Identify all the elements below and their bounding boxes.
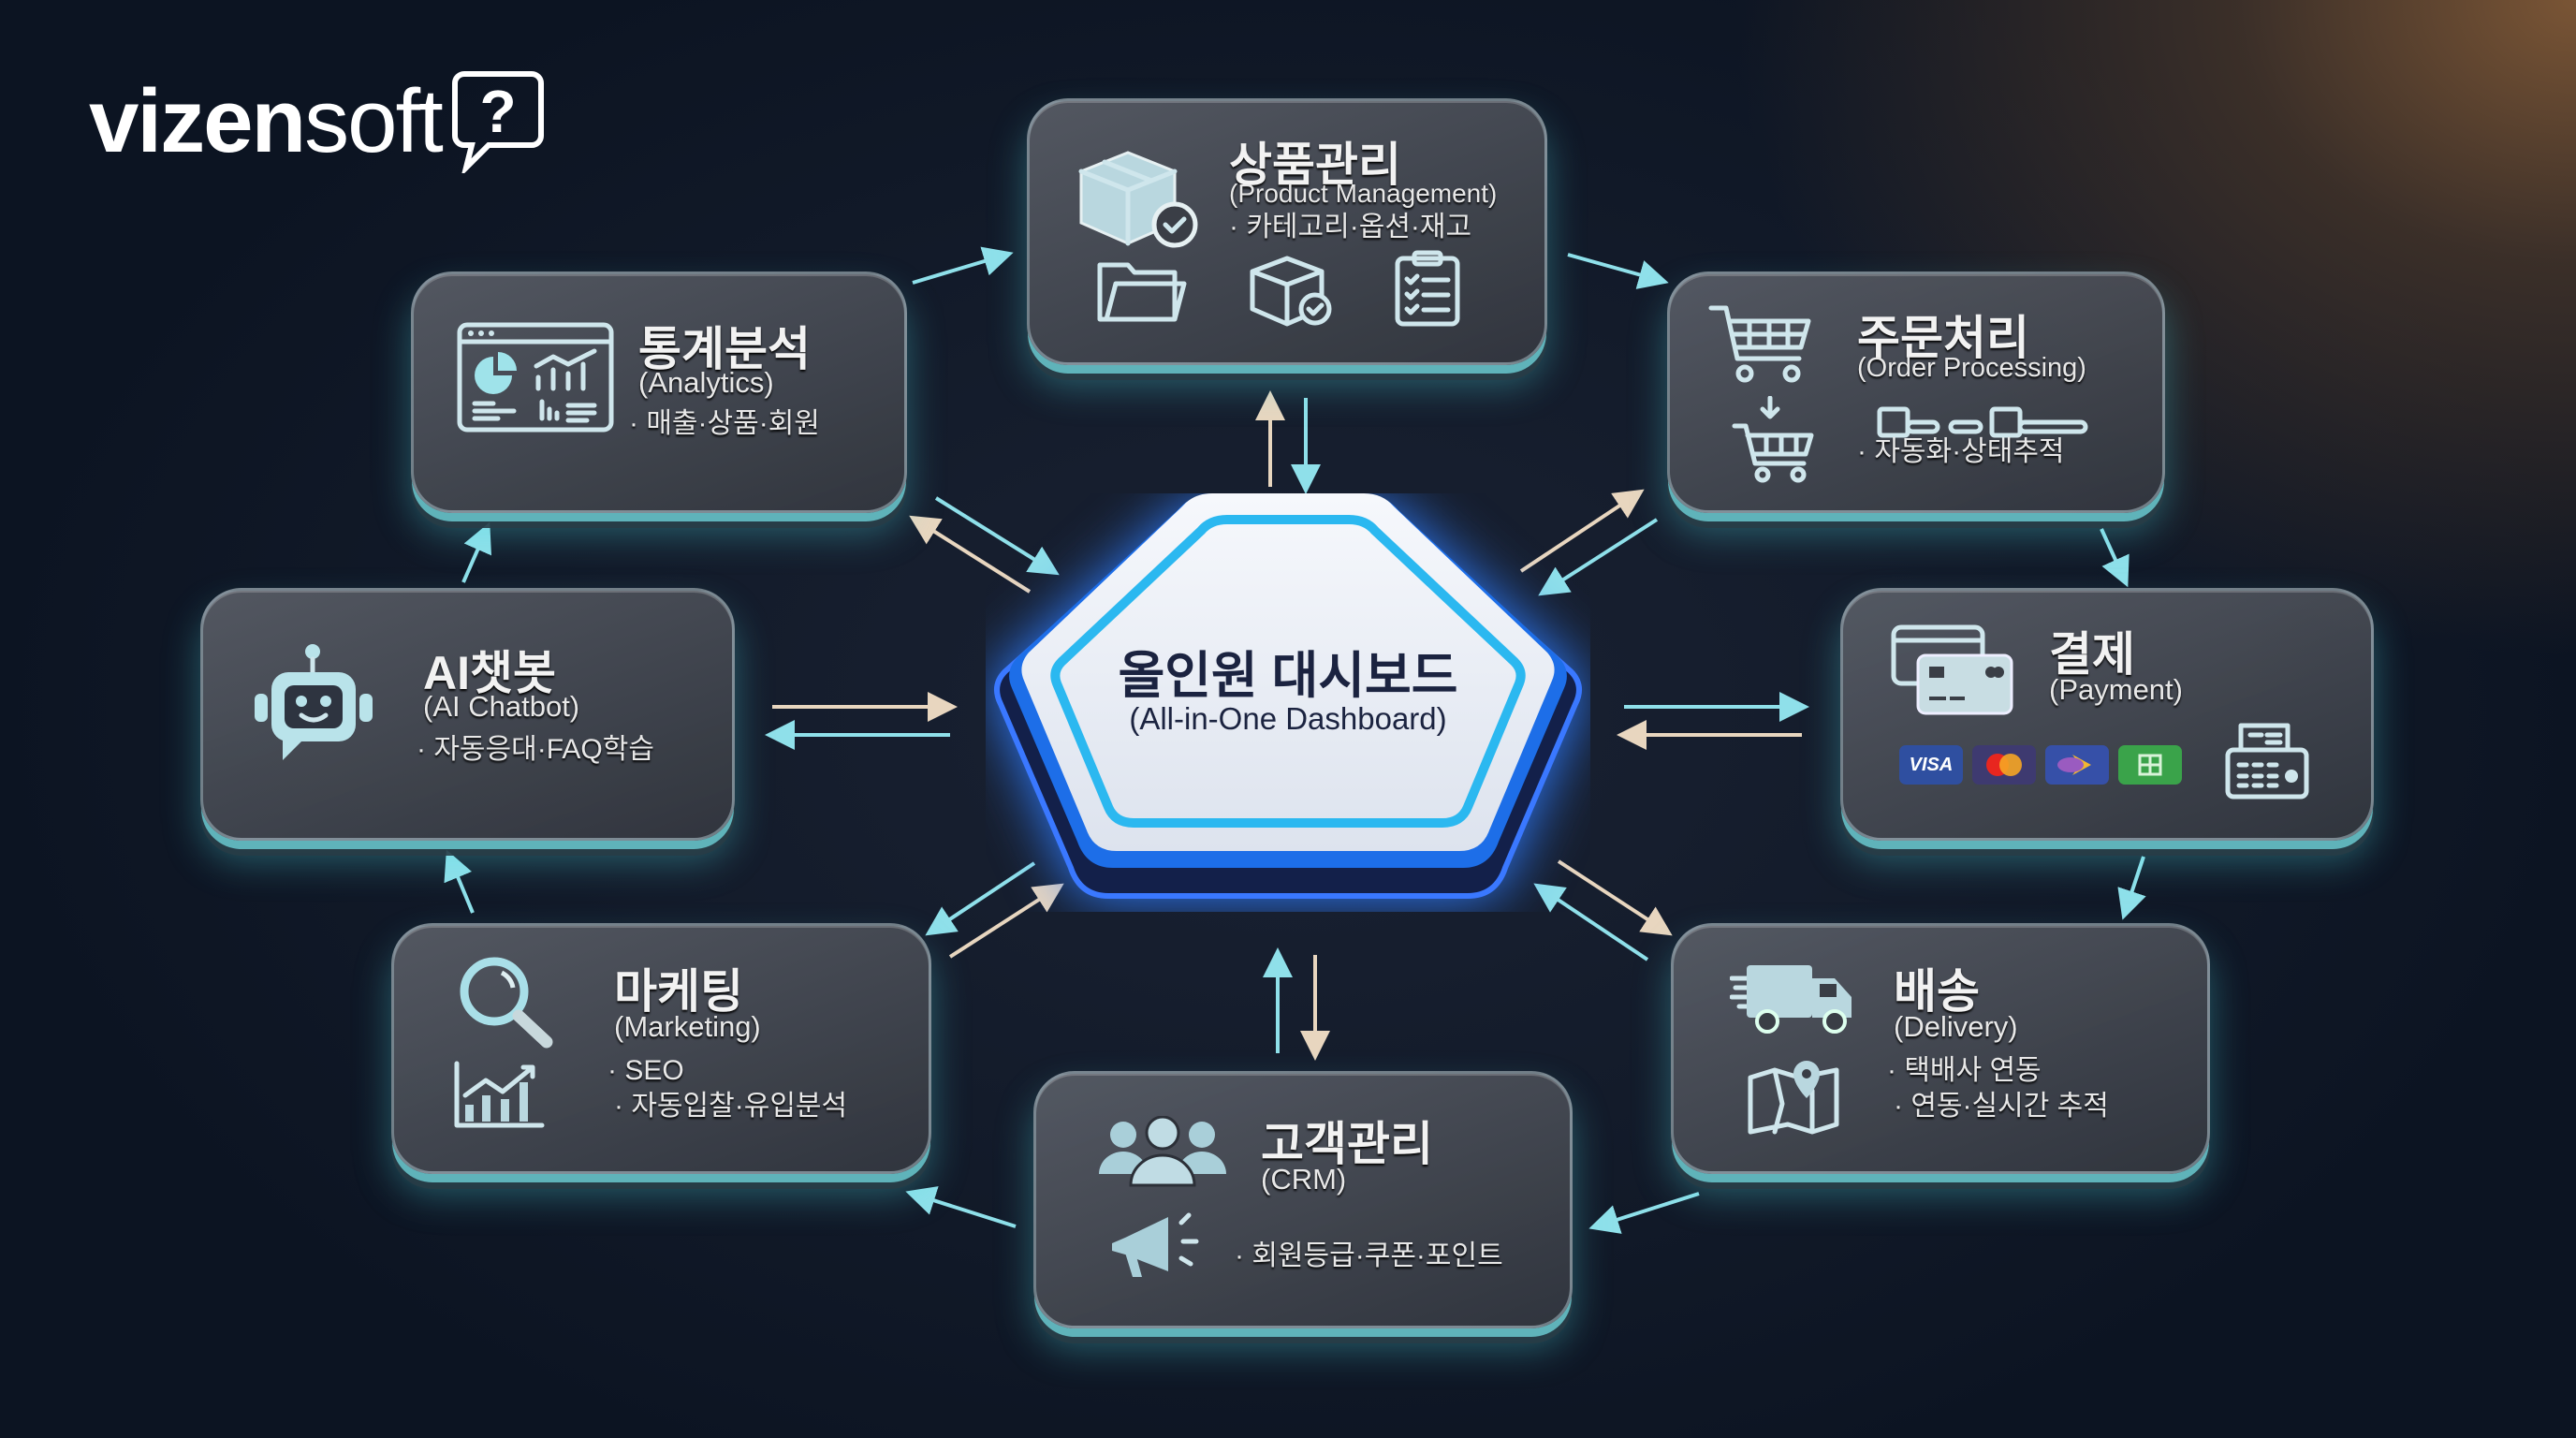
dashboard-chart-icon <box>457 322 614 433</box>
hub-title: 올인원 대시보드 <box>1118 648 1458 704</box>
module-subtitle: (Payment) <box>2049 673 2183 706</box>
arrow-analytics-to-product <box>912 246 1014 285</box>
brand-logo: vizensoft ? <box>89 70 545 173</box>
brand-name-bold: vizen <box>89 71 306 171</box>
module-analytics[interactable]: 통계분석 (Analytics) · 매출·상품·회원 <box>411 271 907 513</box>
module-subtitle: (Marketing) <box>614 1010 761 1043</box>
arrow-hub-to-delivery <box>1557 859 1673 936</box>
arrow-delivery-to-crm <box>1588 1192 1700 1234</box>
arrow-hub-to-analytics <box>909 515 1032 594</box>
module-product-management[interactable]: 상품관리 (Product Management) · 카테고리·옵션·재고 <box>1027 98 1547 365</box>
module-delivery[interactable]: 배송 (Delivery) · 택배사 연동 · 연동·실시간 추적 <box>1671 923 2210 1174</box>
arrow-hub-to-marketing <box>925 861 1036 936</box>
module-order-processing[interactable]: 주문처리 (Order Processing) · 자동화·상태추적 <box>1667 271 2165 513</box>
arrow-delivery-to-hub <box>1533 883 1649 961</box>
module-subtitle: (Delivery) <box>1894 1010 2018 1043</box>
module-crm[interactable]: 고객관리 (CRM) · 회원등급·쿠폰·포인트 <box>1033 1071 1573 1328</box>
cart-arrow-icon <box>1732 396 1814 483</box>
arrow-analytics-to-hub <box>934 496 1060 576</box>
truck-icon <box>1730 965 1852 1034</box>
megaphone-icon <box>1112 1212 1199 1277</box>
arrow-payment-to-delivery <box>2117 856 2146 920</box>
module-bullet: · 자동입찰·유입분석 <box>614 1091 848 1122</box>
credit-card-icon <box>1891 624 2013 715</box>
arrow-crm-to-marketing <box>905 1186 1017 1228</box>
module-title: 배송 <box>1894 965 1980 1018</box>
map-pin-icon <box>1748 1061 1839 1135</box>
clipboard-checklist-icon <box>1395 250 1460 327</box>
module-marketing[interactable]: 마케팅 (Marketing) · SEO · 자동입찰·유입분석 <box>391 923 931 1174</box>
robot-icon <box>255 644 373 760</box>
module-title: 주문처리 <box>1857 312 2029 364</box>
module-bullet: · SEO <box>607 1055 684 1086</box>
module-subtitle: (Order Processing) <box>1857 353 2086 383</box>
arrow-chatbot-to-analytics <box>461 521 492 583</box>
module-title: AI챗봇 <box>423 647 556 699</box>
arrow-marketing-to-chatbot <box>444 849 475 914</box>
svg-text:?: ? <box>479 78 516 145</box>
cart-icon <box>1708 305 1811 383</box>
users-icon <box>1099 1116 1226 1187</box>
visa-card-logo: VISA <box>1899 745 1963 785</box>
module-title: 결제 <box>2049 628 2135 681</box>
module-subtitle: (CRM) <box>1261 1163 1347 1196</box>
arrow-order-to-hub <box>1538 518 1659 596</box>
box-check-icon <box>1250 256 1332 327</box>
module-title: 마케팅 <box>614 965 743 1018</box>
module-bullet: · 매출·상품·회원 <box>629 408 820 439</box>
arrow-marketing-to-hub <box>948 883 1064 959</box>
module-bullet: · 연동·실시간 추적 <box>1894 1091 2109 1122</box>
module-bullet: · 회원등급·쿠폰·포인트 <box>1235 1240 1503 1271</box>
module-bullet: · 카테고리·옵션·재고 <box>1229 212 1472 242</box>
module-title: 통계분석 <box>638 323 811 375</box>
box-check-icon <box>1078 151 1198 248</box>
module-title: 고객관리 <box>1261 1118 1433 1170</box>
module-bullet: · 자동화·상태추적 <box>1857 436 2065 467</box>
module-subtitle: (Analytics) <box>638 366 774 399</box>
growth-chart-icon <box>454 1061 545 1128</box>
module-bullet: · 택배사 연동 <box>1887 1055 2042 1086</box>
pay-brand-logo <box>2118 745 2182 785</box>
module-subtitle: (AI Chatbot) <box>423 690 580 723</box>
module-subtitle: (Product Management) <box>1229 179 1498 208</box>
all-in-one-dashboard-hub[interactable]: 올인원 대시보드 (All-in-One Dashboard) <box>986 493 1590 912</box>
module-title: 상품관리 <box>1229 139 1401 191</box>
package-flow-icon <box>1877 406 2088 438</box>
folder-icon <box>1097 262 1187 322</box>
module-ai-chatbot[interactable]: AI챗봇 (AI Chatbot) · 자동응대·FAQ학습 <box>200 588 735 841</box>
question-chat-bubble-icon: ? <box>451 71 544 173</box>
brand-name-light: soft <box>304 71 444 171</box>
arrow-product-to-order <box>1567 253 1669 289</box>
pos-terminal-icon <box>2225 723 2309 800</box>
card-brand-logo <box>2045 745 2109 785</box>
module-payment[interactable]: 결제 (Payment) VISA <box>1840 588 2374 841</box>
arrow-order-to-payment <box>2100 528 2130 588</box>
arrow-hub-to-order <box>1519 489 1645 573</box>
search-icon <box>460 957 553 1049</box>
module-bullet: · 자동응대·FAQ학습 <box>417 734 654 765</box>
mastercard-logo <box>1972 745 2036 785</box>
hub-subtitle: (All-in-One Dashboard) <box>1129 701 1447 736</box>
hub-hexagon-shape <box>994 493 1582 899</box>
